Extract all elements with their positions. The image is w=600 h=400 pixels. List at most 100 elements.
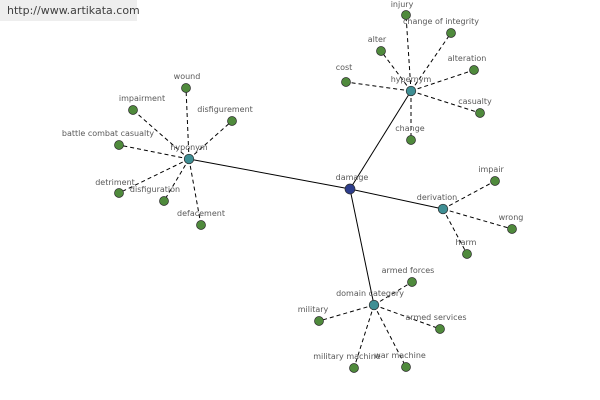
leaf-node-marker[interactable]	[406, 135, 416, 145]
leaf-node-marker[interactable]	[349, 363, 359, 373]
relation-node-marker[interactable]	[368, 299, 380, 311]
leaf-node-injury[interactable]: injury	[391, 0, 414, 20]
leaf-node-label: alteration	[448, 54, 487, 63]
leaf-node-marker[interactable]	[181, 83, 191, 93]
leaf-node-marker[interactable]	[401, 10, 411, 20]
relation-node-marker[interactable]	[437, 203, 449, 215]
leaf-node-marker[interactable]	[341, 77, 351, 87]
edge-domain-category-war-machine	[373, 304, 407, 368]
leaf-node-label: detriment	[95, 178, 135, 187]
edge-damage-hyponym	[188, 158, 351, 190]
leaf-node-war-machine[interactable]: war machine	[374, 351, 426, 372]
relation-node-label: hyponym	[170, 143, 208, 152]
relation-node-label: derivation	[417, 193, 457, 202]
edge-domain-category-armed-forces	[373, 281, 413, 306]
relation-node-hypernym[interactable]: hypernym	[391, 75, 432, 97]
leaf-node-marker[interactable]	[475, 108, 485, 118]
relation-node-hyponym[interactable]: hyponym	[170, 143, 208, 165]
leaf-node-alter[interactable]: alter	[368, 35, 387, 56]
edge-hyponym-battle-combat-casualty	[118, 144, 190, 160]
relation-node-domain-category[interactable]: domain category	[336, 289, 404, 311]
leaf-node-label: casualty	[458, 97, 492, 106]
leaf-node-wound[interactable]: wound	[174, 72, 201, 93]
edge-hyponym-detriment	[118, 158, 190, 194]
relation-node-marker[interactable]	[183, 153, 195, 165]
leaf-node-military[interactable]: military	[298, 305, 329, 326]
leaf-node-marker[interactable]	[469, 65, 479, 75]
source-url[interactable]: http://www.artikata.com	[7, 4, 140, 17]
leaf-node-disfiguration[interactable]: disfiguration	[130, 185, 180, 206]
leaf-node-alteration[interactable]: alteration	[448, 54, 487, 75]
leaf-node-marker[interactable]	[128, 105, 138, 115]
relation-node-label: domain category	[336, 289, 404, 298]
edge-hypernym-change-of-integrity	[410, 32, 452, 92]
relation-node-label: hypernym	[391, 75, 432, 84]
leaf-node-label: change of integrity	[403, 17, 479, 26]
edge-derivation-harm	[442, 208, 468, 255]
leaf-node-marker[interactable]	[114, 188, 124, 198]
leaf-node-label: defacement	[177, 209, 225, 218]
edge-domain-category-military	[318, 304, 375, 322]
edge-hypernym-alter	[380, 50, 412, 92]
graph-edges	[118, 14, 513, 369]
leaf-node-marker[interactable]	[227, 116, 237, 126]
leaf-node-label: armed forces	[382, 266, 435, 275]
edge-domain-category-armed-services	[373, 304, 441, 330]
edge-hyponym-impairment	[132, 109, 190, 160]
leaf-node-impair[interactable]: impair	[478, 165, 504, 186]
leaf-node-marker[interactable]	[401, 362, 411, 372]
leaf-node-impairment[interactable]: impairment	[119, 94, 165, 115]
center-node-marker[interactable]	[344, 183, 356, 195]
source-url-bar: http://www.artikata.com	[0, 0, 140, 21]
leaf-node-label: alter	[368, 35, 387, 44]
leaf-node-military-machine[interactable]: military machine	[313, 352, 381, 373]
leaf-node-defacement[interactable]: defacement	[177, 209, 225, 230]
leaf-node-marker[interactable]	[490, 176, 500, 186]
edge-hypernym-injury	[405, 14, 412, 92]
leaf-node-label: injury	[391, 0, 414, 9]
leaf-node-disfigurement[interactable]: disfigurement	[197, 105, 253, 126]
edge-damage-domain-category	[349, 188, 375, 306]
leaf-node-casualty[interactable]: casualty	[458, 97, 492, 118]
leaf-node-marker[interactable]	[446, 28, 456, 38]
leaf-node-label: harm	[456, 238, 477, 247]
leaf-node-marker[interactable]	[462, 249, 472, 259]
leaf-node-label: military machine	[313, 352, 381, 361]
leaf-node-label: military	[298, 305, 329, 314]
leaf-node-detriment[interactable]: detriment	[95, 178, 135, 198]
leaf-node-label: battle combat casualty	[62, 129, 154, 138]
center-node-label: damage	[336, 173, 369, 182]
leaf-node-label: wound	[174, 72, 201, 81]
leaf-node-label: impairment	[119, 94, 165, 103]
leaf-node-label: cost	[336, 63, 353, 72]
leaf-node-harm[interactable]: harm	[456, 238, 477, 259]
leaf-node-change[interactable]: change	[395, 124, 425, 145]
leaf-node-marker[interactable]	[435, 324, 445, 334]
leaf-node-label: change	[395, 124, 425, 133]
leaf-node-marker[interactable]	[507, 224, 517, 234]
relation-node-derivation[interactable]: derivation	[417, 193, 457, 215]
leaf-node-label: impair	[478, 165, 504, 174]
leaf-node-marker[interactable]	[376, 46, 386, 56]
leaf-node-label: armed services	[405, 313, 466, 322]
leaf-node-marker[interactable]	[159, 196, 169, 206]
center-node-damage[interactable]: damage	[336, 173, 369, 195]
leaf-node-marker[interactable]	[114, 140, 124, 150]
leaf-node-marker[interactable]	[196, 220, 206, 230]
edge-hypernym-cost	[345, 81, 412, 92]
leaf-node-wrong[interactable]: wrong	[499, 213, 524, 234]
leaf-node-change-of-integrity[interactable]: change of integrity	[403, 17, 479, 38]
leaf-node-armed-services[interactable]: armed services	[405, 313, 467, 334]
leaf-node-battle-combat-casualty[interactable]: battle combat casualty	[62, 129, 154, 150]
leaf-node-cost[interactable]: cost	[336, 63, 353, 87]
leaf-node-marker[interactable]	[314, 316, 324, 326]
relation-node-marker[interactable]	[405, 85, 417, 97]
edge-derivation-impair	[442, 180, 496, 210]
leaf-node-marker[interactable]	[407, 277, 417, 287]
graph-nodes: injury change of integrity alter alteration…	[62, 0, 523, 373]
edge-hyponym-disfiguration	[163, 158, 190, 202]
edge-hypernym-casualty	[410, 90, 481, 114]
leaf-node-label: war machine	[374, 351, 426, 360]
leaf-node-armed-forces[interactable]: armed forces	[382, 266, 435, 287]
